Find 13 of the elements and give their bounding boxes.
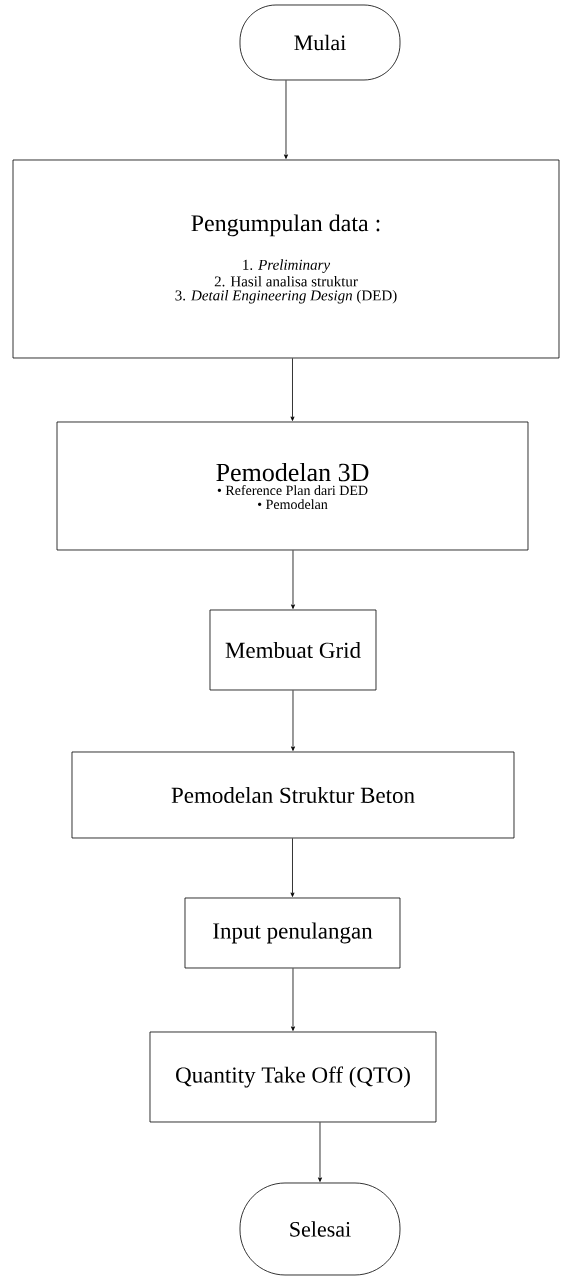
process-box: Pemodelan Struktur Beton [71, 751, 515, 839]
arrow [291, 550, 295, 609]
arrow [291, 968, 295, 1031]
process-box: Membuat Grid [209, 609, 377, 691]
arrow [290, 838, 295, 897]
process-box: Pengumpulan data : 1. Preliminary 2. Hasil analisa struktur 3. Detail Engineering Design (DED) [12, 159, 560, 359]
arrow [290, 358, 295, 421]
arrow [318, 1122, 322, 1182]
arrow [284, 80, 288, 159]
arrow [291, 690, 295, 751]
process-box: Input penulangan [184, 897, 401, 969]
process-box: Quantity Take Off (QTO) [149, 1031, 437, 1123]
process-box: Pemodelan 3D • Reference Plan dari DED • Pemodelan [56, 421, 529, 551]
